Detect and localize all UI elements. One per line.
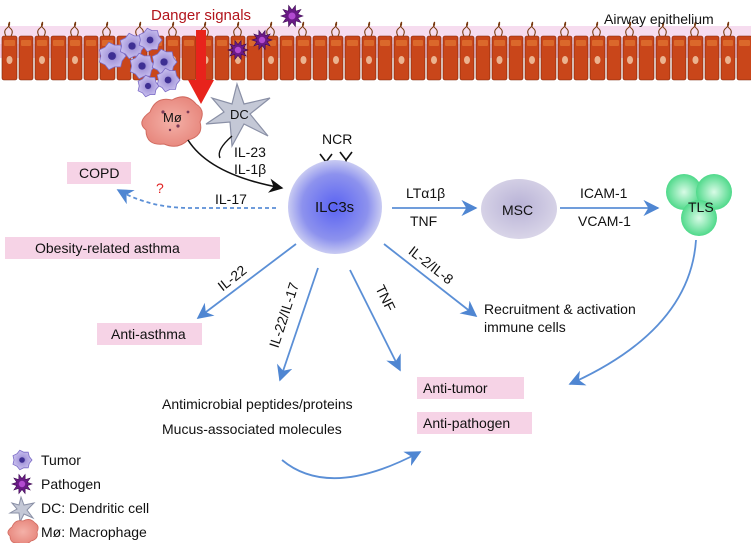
tls-cluster [666,174,732,236]
epithelial-cell [1,35,18,81]
legend-tumor-label: Tumor [41,452,81,468]
epithelial-cell [687,35,704,81]
ilc3s-label: ILC3s [315,199,355,216]
pathogen-icon-top [227,4,304,61]
epithelial-cell [573,35,589,81]
antimicrobial-label: Antimicrobial peptides/proteins [162,396,353,412]
airway-epithelium-label: Airway epithelium [604,11,714,27]
il2-il8-arrow [383,243,478,317]
epithelial-cell [638,35,655,81]
epithelial-cell [475,35,491,81]
legend-macrophage-icon [7,519,39,543]
dc-to-ilc3-arrow [187,139,284,193]
il1b-label: IL-1β [234,161,267,177]
ilc3s-cell [288,160,382,254]
icam1-label: ICAM-1 [580,185,628,201]
legend-dc-icon [8,495,36,524]
epithelial-cell [671,35,687,81]
dc-connector-line [218,135,233,159]
epithelial-cell [622,35,638,81]
danger-signals-label: Danger signals [151,7,252,24]
epithelial-cell [704,35,720,81]
mucus-to-anti-pathogen-arrow [281,451,422,480]
legend-pathogen-label: Pathogen [41,476,101,492]
macrophage-icon [141,96,203,147]
epithelial-cell [557,35,573,81]
tls-label: TLS [688,199,714,215]
epithelial-cell [328,35,344,81]
mucus-label: Mucus-associated molecules [162,421,342,437]
msc-label: MSC [502,202,534,218]
ncr-label: NCR [322,131,353,147]
dendritic-cell-icon [205,81,271,149]
recruitment-line1: Recruitment & activation [484,301,636,317]
legend-pathogen-icon [11,473,33,495]
epithelial-cell [83,35,99,81]
epithelial-cell [540,35,557,81]
il17-to-copd-arrow [116,189,276,209]
epithelial-cell [655,35,671,81]
lta1b-label: LTα1β [406,185,446,201]
epithelial-cell [295,35,312,81]
macrophage-label: Mø [163,110,182,125]
epithelial-cell [491,35,508,81]
il23-label: IL-23 [234,144,266,160]
epithelial-cell [361,35,377,81]
epithelial-cell [230,35,246,81]
msc-cell [481,179,557,239]
epithelial-cell [459,35,475,81]
tnf-down-arrow [349,269,401,372]
obesity-asthma-box: Obesity-related asthma [5,237,220,259]
il17-label: IL-17 [215,191,247,207]
vcam1-label: VCAM-1 [578,213,631,229]
epithelial-cell [279,35,295,81]
il22-anti-asthma-arrow [196,243,297,319]
epithelial-cell [344,35,361,81]
recruitment-line2: immune cells [484,319,566,335]
epithelial-cell [606,35,622,81]
epithelial-cell [508,35,524,81]
epithelial-cell [377,35,393,81]
legend-macrophage-label: Mø: Macrophage [41,524,147,540]
tnf-right-label: TNF [410,213,438,229]
epithelial-cell [410,35,426,81]
tls-to-anti-tumor-arrow [568,239,697,386]
epithelial-cell [18,35,34,81]
copd-box: COPD [67,162,132,184]
anti-asthma-box: Anti-asthma [97,323,202,345]
epithelial-cell [720,35,736,81]
dc-label: DC [230,107,249,122]
airway-epithelium-band [0,21,751,81]
epithelial-cell [524,35,540,81]
epithelial-cell [181,35,197,81]
danger-signal-arrow [188,30,214,104]
copd-question-mark: ? [156,180,164,196]
epithelial-cell [214,35,230,81]
epithelial-cell [442,35,459,81]
anti-pathogen-box: Anti-pathogen [417,412,533,434]
il22-il17-arrow [277,267,319,382]
legend-tumor-icon [12,449,33,471]
epithelial-cell [312,35,328,81]
epithelial-cell [393,35,410,81]
anti-tumor-box: Anti-tumor [417,377,524,399]
legend-dc-label: DC: Dendritic cell [41,500,150,516]
epithelial-cell [426,35,442,81]
epithelial-cell [34,35,50,81]
tumor-cluster-icon [98,27,181,98]
epithelial-cell [589,35,606,81]
epithelial-cell [67,35,83,81]
epithelial-cell [50,35,67,81]
epithelial-cell [736,35,751,81]
